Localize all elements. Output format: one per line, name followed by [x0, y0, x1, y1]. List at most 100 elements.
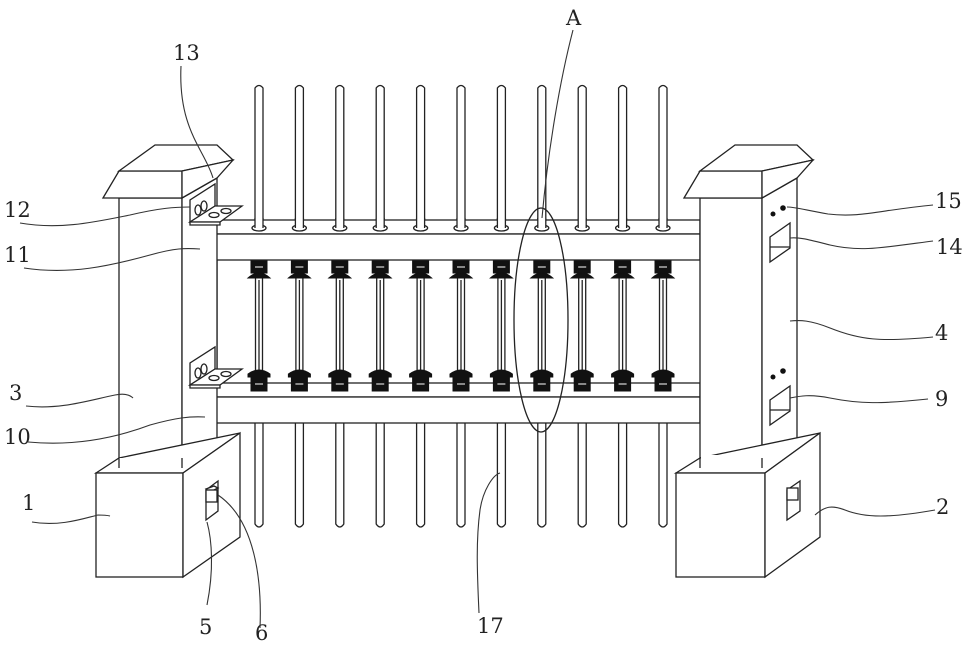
rod-bottom	[294, 423, 305, 528]
label-2: 2	[936, 495, 949, 519]
upper-nut-flange	[246, 272, 272, 279]
rod-top	[294, 84, 305, 228]
upper-nut-flange	[529, 272, 555, 279]
label-10: 10	[4, 425, 31, 449]
left-base	[93, 431, 241, 579]
rod-bottom	[496, 423, 507, 528]
vertical-rod	[658, 84, 668, 528]
bolt	[220, 370, 232, 378]
rod-fitting	[489, 218, 514, 392]
rod-top	[617, 84, 628, 228]
bolt	[200, 363, 208, 375]
upper-nut-flange	[569, 272, 595, 279]
angle-bracket	[187, 182, 244, 226]
upper-nut-flange	[489, 272, 514, 279]
bolt	[194, 204, 202, 216]
rod-top	[415, 84, 426, 228]
rod-fitting	[610, 218, 635, 392]
rod-top	[658, 84, 668, 228]
lower-nut-flange	[530, 369, 554, 378]
rod-fittings	[246, 218, 676, 392]
rod-bottom	[415, 423, 426, 528]
bolt	[208, 211, 220, 219]
label-9: 9	[935, 387, 948, 411]
rod-fitting	[529, 218, 555, 392]
display-9	[769, 384, 791, 427]
right-post	[682, 144, 815, 470]
rod-top	[496, 84, 507, 228]
rod-bottom	[617, 423, 628, 528]
rod-bottom	[375, 423, 385, 528]
vertical-rod	[375, 84, 385, 528]
rod-bottom	[577, 423, 587, 528]
left-post	[101, 144, 235, 470]
rod-fitting	[569, 218, 595, 392]
rod-fitting	[650, 218, 676, 392]
rod-bottom	[658, 423, 668, 528]
vertical-rod	[294, 84, 305, 528]
vertical-rod	[335, 84, 345, 528]
label-13: 13	[173, 41, 200, 65]
rod-bottom	[456, 423, 466, 528]
upper-nut-flange	[650, 272, 676, 279]
angle-bracket	[187, 345, 244, 389]
reference-labels: 13 A 12 11 15 14 4 3 9 10 1 2 5 6 17	[4, 6, 963, 645]
upper-nut-flange	[367, 272, 393, 279]
rod-fitting	[327, 218, 353, 392]
display-14	[769, 221, 791, 264]
rod-fitting	[246, 218, 272, 392]
label-5: 5	[199, 615, 212, 639]
label-11: 11	[4, 243, 31, 267]
lower-nut-flange	[287, 369, 311, 378]
vertical-rod	[577, 84, 587, 528]
vertical-rod	[254, 84, 264, 528]
rod-top	[537, 84, 547, 228]
angle-brackets	[187, 182, 244, 389]
switch-button	[205, 489, 218, 503]
rod-top	[375, 84, 385, 228]
detail-circle-A	[513, 207, 569, 433]
upper-nut-flange	[610, 272, 635, 279]
label-17: 17	[477, 614, 504, 638]
bolt	[208, 374, 220, 382]
label-A: A	[565, 6, 582, 30]
label-14: 14	[936, 235, 963, 259]
rod-bottom	[537, 423, 547, 528]
rod-fitting	[367, 218, 393, 392]
rod-fitting	[408, 218, 433, 392]
upper-nut-flange	[408, 272, 433, 279]
rod-fitting	[287, 218, 312, 392]
label-3: 3	[9, 381, 22, 405]
rod-bottom	[254, 423, 264, 528]
label-15: 15	[935, 189, 962, 213]
label-4: 4	[935, 321, 948, 345]
lower-nut-flange	[368, 369, 392, 378]
vertical-rod	[537, 84, 547, 528]
label-1: 1	[22, 491, 35, 515]
label-12: 12	[4, 198, 31, 222]
right-base	[673, 431, 821, 579]
bolt	[220, 207, 232, 215]
lower-nut-flange	[247, 369, 271, 378]
leader-lines	[19, 29, 936, 629]
lower-nut-flange	[409, 369, 433, 378]
vertical-rod	[456, 84, 466, 528]
lower-nut-flange	[611, 369, 635, 378]
upper-nut-flange	[327, 272, 353, 279]
upper-nut-flange	[448, 272, 474, 279]
lower-nut-flange	[449, 369, 473, 378]
vertical-rod	[415, 84, 426, 528]
label-6: 6	[255, 621, 268, 645]
lower-nut-flange	[328, 369, 352, 378]
lower-nut-flange	[570, 369, 594, 378]
lower-nut-flange	[651, 369, 675, 378]
rod-top	[577, 84, 587, 228]
vertical-rod	[617, 84, 628, 528]
upper-rail	[189, 219, 701, 261]
rod-top	[335, 84, 345, 228]
bolt	[194, 367, 202, 379]
rod-fitting	[448, 218, 474, 392]
rod-bottom	[335, 423, 345, 528]
upper-nut-flange	[287, 272, 312, 279]
